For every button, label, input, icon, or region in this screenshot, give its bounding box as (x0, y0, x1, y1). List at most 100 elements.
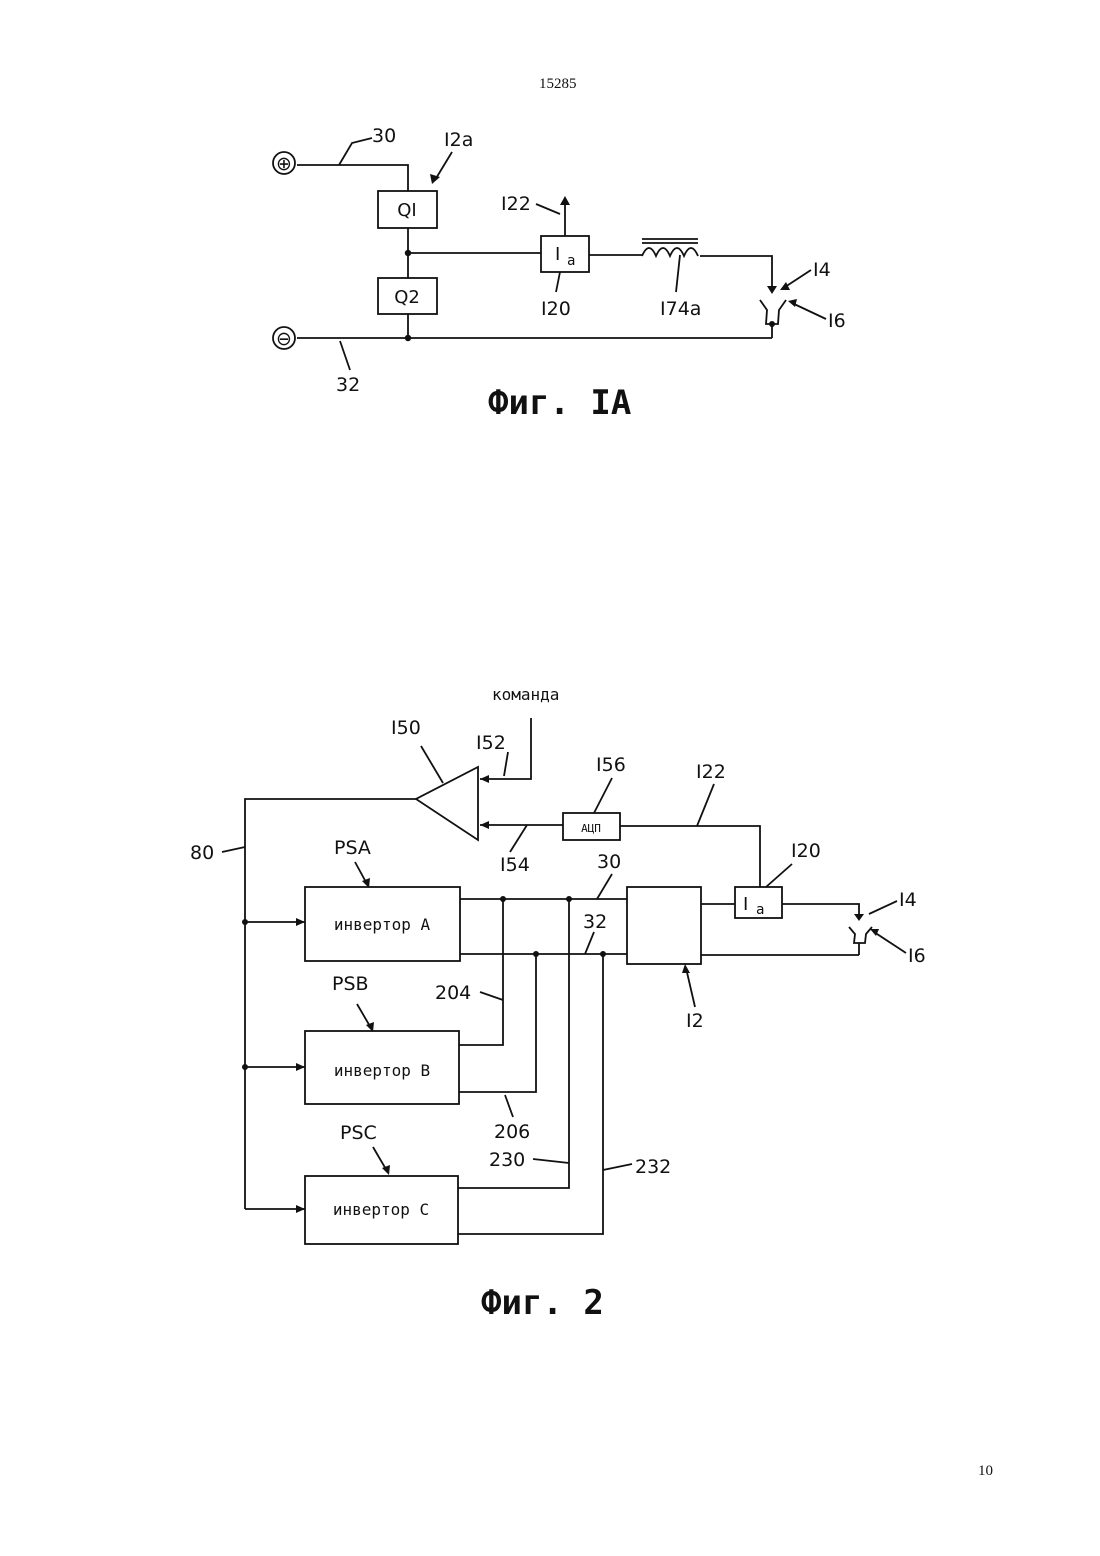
wire-204 (459, 899, 503, 1045)
arrow-12a (435, 152, 452, 180)
ref-14: I4 (813, 259, 831, 281)
label-psc: PSC (340, 1122, 377, 1144)
switch-q1-label: QI (397, 200, 416, 221)
leader-122 (697, 784, 714, 826)
ref-30: 30 (597, 851, 621, 873)
ref-150: I50 (391, 717, 421, 739)
inductor-to-electrode-wire (700, 256, 772, 286)
feedback-wire-122 (620, 826, 760, 887)
plus-terminal: ⊕ (276, 153, 292, 175)
leader-32 (340, 341, 350, 370)
workpiece-16-icon (849, 927, 872, 943)
ref-232: 232 (635, 1156, 671, 1178)
leader-122 (536, 204, 560, 214)
ref-156: I56 (596, 754, 626, 776)
ref-204: 204 (435, 982, 471, 1004)
leader-30 (339, 138, 372, 165)
wire-232 (458, 954, 603, 1234)
arrow-left-icon (480, 775, 489, 783)
ref-122: I22 (501, 193, 531, 215)
arrow-up-icon (560, 196, 570, 205)
leader-150 (421, 746, 443, 783)
error-amplifier-150 (416, 767, 478, 840)
leader-156 (594, 778, 612, 813)
arrow-14 (869, 901, 897, 914)
arrow-16 (792, 303, 826, 319)
current-sensor-subscript: a (567, 253, 575, 269)
leader-32 (585, 932, 594, 954)
ref-174a: I74a (660, 298, 701, 320)
control-bus-80 (245, 799, 416, 1209)
current-sensor-symbol: I (743, 894, 748, 915)
switching-module-12 (627, 887, 701, 964)
figure-1a-caption: Фиг. IA (488, 383, 631, 423)
ref-206: 206 (494, 1121, 530, 1143)
minus-terminal: ⊖ (276, 328, 292, 350)
figure-2-caption: Фиг. 2 (481, 1283, 604, 1323)
arrow-right-icon (296, 918, 305, 926)
ref-120: I20 (541, 298, 571, 320)
arrow-14 (785, 270, 811, 287)
leader-154 (510, 825, 527, 852)
arrow-left-icon (480, 821, 489, 829)
ref-12: I2 (686, 1010, 704, 1032)
label-psa: PSA (334, 837, 371, 859)
ref-230: 230 (489, 1149, 525, 1171)
ref-32: 32 (583, 911, 607, 933)
wire-230 (458, 899, 569, 1188)
leader-204 (480, 992, 503, 1000)
arrow-16 (874, 932, 906, 953)
arrow-head-icon (788, 299, 797, 307)
arrow-head-icon (780, 282, 790, 290)
leader-30 (597, 874, 612, 899)
ref-12a: I2a (444, 129, 473, 151)
figure-2: команда АЦП инвертор A (190, 685, 926, 1323)
current-sensor-symbol: I (555, 244, 560, 265)
arrow-right-icon (296, 1063, 305, 1071)
sensor-to-electrode-wire (782, 904, 859, 914)
leader-230 (533, 1159, 569, 1163)
ref-30: 30 (372, 125, 396, 147)
label-psb: PSB (332, 973, 369, 995)
current-sensor-subscript: a (756, 902, 764, 918)
electrode-14-icon (767, 286, 777, 294)
inverter-b-label: инвертор B (334, 1061, 430, 1080)
wire-206 (459, 954, 536, 1092)
arrow-head-icon (382, 1165, 390, 1175)
junction-dot (242, 919, 248, 925)
workpiece-16-icon (760, 300, 786, 324)
current-sensor-ia (541, 236, 589, 272)
leader-80 (222, 847, 245, 852)
arrow-right-icon (296, 1205, 305, 1213)
electrode-14-icon (854, 914, 864, 921)
leader-206 (505, 1095, 513, 1117)
junction-dot (242, 1064, 248, 1070)
junction-dot (405, 250, 411, 256)
ref-14: I4 (899, 889, 917, 911)
inverter-c-label: инвертор C (333, 1200, 429, 1219)
switch-q2-label: Q2 (394, 287, 420, 308)
leader-120 (556, 272, 560, 292)
leader-152 (504, 752, 508, 776)
ref-16: I6 (908, 945, 926, 967)
inductor-174a (642, 239, 698, 256)
leader-232 (603, 1164, 632, 1170)
ref-32: 32 (336, 374, 360, 396)
junction-dot (405, 335, 411, 341)
arrow-12 (686, 968, 695, 1007)
arrow-head-icon (682, 964, 690, 973)
leader-120 (766, 864, 792, 887)
ref-154: I54 (500, 854, 530, 876)
positive-rail (297, 165, 408, 191)
ref-16: I6 (828, 310, 846, 332)
adc-label: АЦП (581, 822, 601, 835)
ref-122: I22 (696, 761, 726, 783)
ref-120: I20 (791, 840, 821, 862)
ref-80: 80 (190, 842, 214, 864)
leader-174a (676, 255, 680, 292)
inverter-a-label: инвертор A (334, 915, 431, 934)
ref-152: I52 (476, 732, 506, 754)
figure-1a: ⊕ ⊖ QI Q2 I a (273, 125, 846, 423)
